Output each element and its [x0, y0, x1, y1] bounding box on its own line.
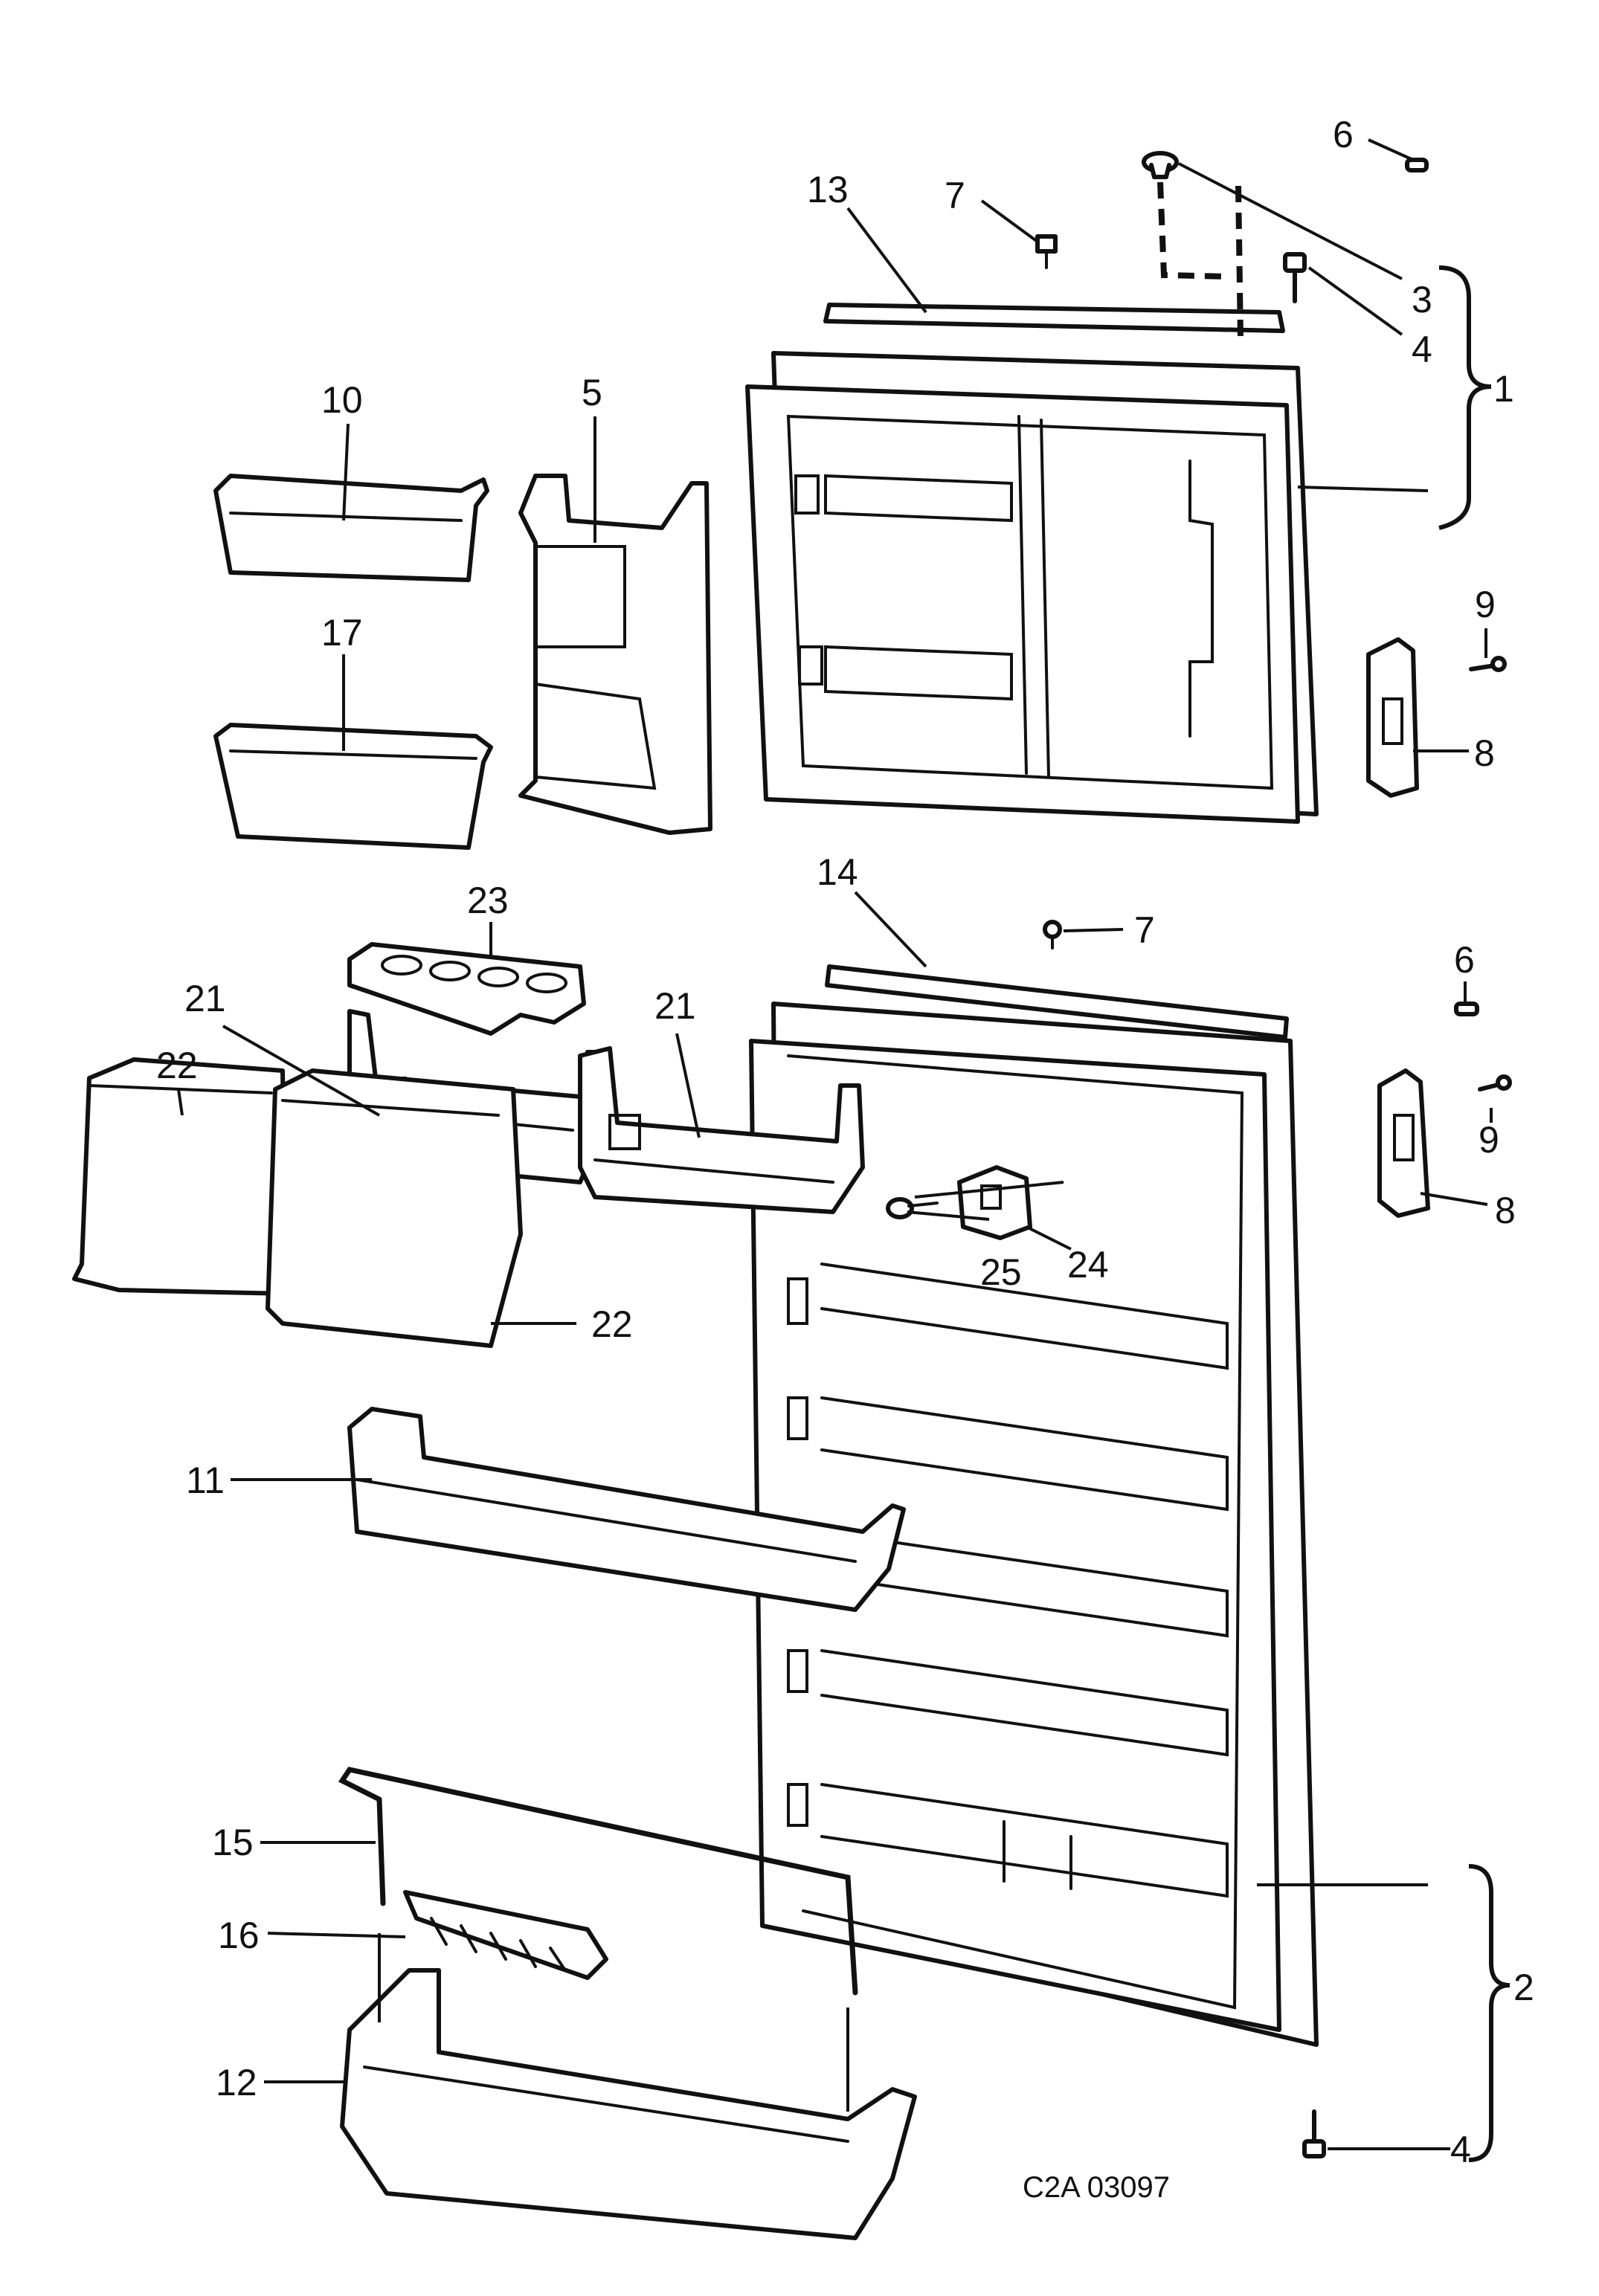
bottle-shelf-12 [340, 1933, 917, 2240]
callout-label: 16 [218, 1915, 260, 1956]
roller-16 [403, 1890, 608, 1980]
callout-label: 24 [1067, 1244, 1109, 1286]
shelf-17 [213, 723, 493, 850]
callout-label: 4 [1450, 2129, 1471, 2170]
shelf-11 [347, 1407, 906, 1612]
callout-label: 22 [156, 1045, 198, 1086]
plunger-25 [886, 1197, 939, 1219]
callout-label: 6 [1333, 114, 1354, 155]
bracket-group-1 [1438, 265, 1492, 530]
callout-label: 11 [186, 1460, 225, 1501]
callout-label: 7 [1134, 909, 1155, 951]
drawing-code: C2A 03097 [1023, 2171, 1170, 2204]
callout-label: 21 [184, 978, 226, 1019]
bottle-holder-5 [518, 474, 712, 835]
callout-label: 25 [980, 1251, 1022, 1293]
callout-label: 9 [1479, 1119, 1499, 1161]
callout-label: 8 [1495, 1190, 1516, 1231]
callout-label: 12 [216, 2062, 257, 2103]
hinge-bracket-8-lower [1377, 1068, 1430, 1218]
callout-label: 10 [321, 379, 363, 421]
bracket-group-2 [1468, 1864, 1510, 2162]
screw-7-top [1035, 234, 1058, 269]
callout-label: 1 [1493, 368, 1514, 410]
shelf-21-right [578, 1046, 865, 1214]
hinge-bracket-8-top [1366, 637, 1419, 798]
bushing-3 [1142, 151, 1179, 179]
fridge-door [749, 1002, 1319, 2047]
egg-tray-23 [347, 942, 586, 1036]
shelf-wire-15 [338, 1767, 858, 1996]
gasket-strip-14 [825, 964, 1289, 1039]
callout-label: 7 [945, 175, 965, 216]
dairy-bin-22-left [72, 1057, 289, 1296]
freezer-door [745, 351, 1319, 824]
callout-label: 23 [467, 880, 509, 921]
callout-label: 3 [1412, 279, 1432, 320]
screw-9-lower [1478, 1074, 1512, 1091]
callout-label: 22 [591, 1303, 633, 1345]
callout-label: 13 [807, 169, 849, 210]
callout-label: 5 [582, 372, 602, 413]
callout-label: 6 [1454, 939, 1475, 981]
callout-label: 2 [1513, 1967, 1534, 2008]
gasket-strip-13 [823, 303, 1285, 333]
callout-label: 9 [1475, 584, 1496, 625]
screw-6-top [1405, 158, 1429, 172]
screw-6-lower [1454, 1002, 1479, 1016]
callout-label: 17 [321, 612, 363, 654]
screw-9-top [1469, 656, 1507, 672]
latch-24 [957, 1165, 1032, 1240]
callout-label: 14 [817, 851, 858, 893]
screw-7-lower [1043, 920, 1062, 949]
callout-labels: 6 3 4 1 13 7 10 5 17 9 8 23 14 7 6 21 21… [156, 114, 1534, 2170]
shelf-10 [213, 474, 489, 582]
callout-label: 15 [212, 1822, 254, 1863]
dairy-bin-22-right [266, 1068, 523, 1348]
callout-label: 4 [1412, 329, 1432, 370]
hinge-pin-4-lower [1302, 2109, 1326, 2158]
callout-label: 21 [654, 985, 696, 1027]
leader-lines [177, 138, 1493, 2150]
hinge-pin-4-top [1283, 252, 1307, 303]
callout-label: 8 [1474, 732, 1495, 774]
